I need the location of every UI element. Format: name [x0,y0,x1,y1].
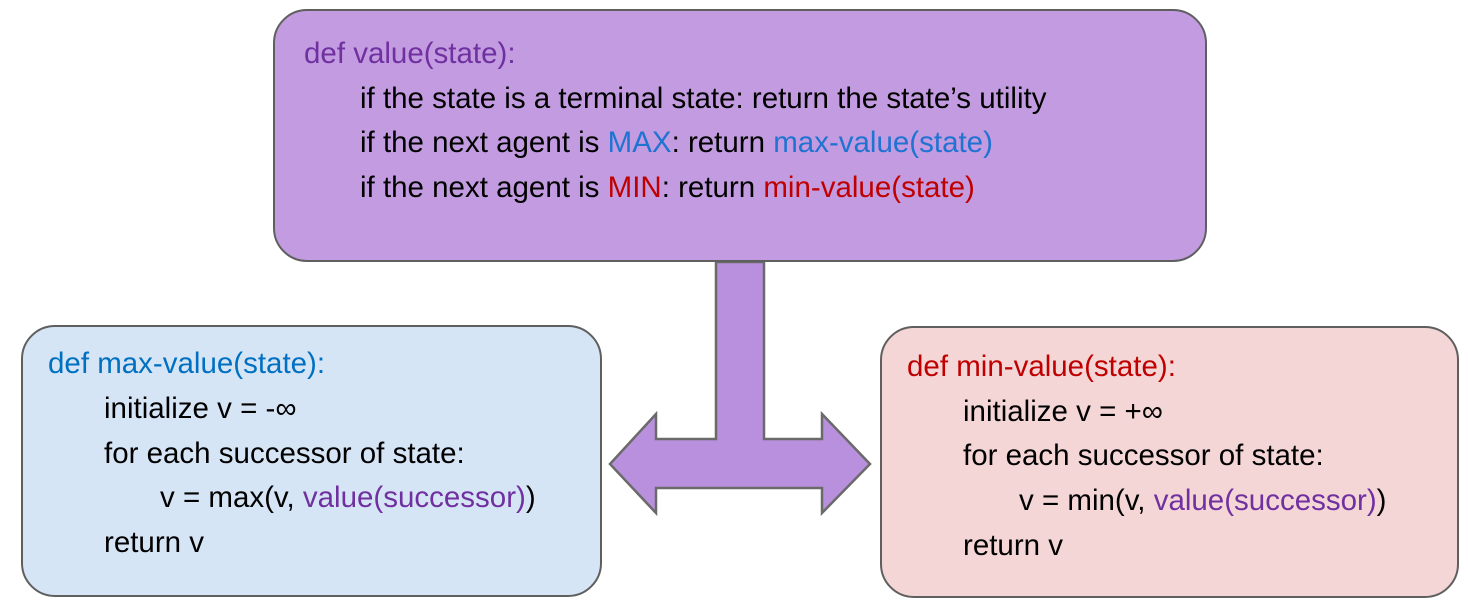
max-value-successor-call: value(successor) [302,481,526,514]
max-agent-label: MAX [607,126,672,159]
max-def-line: def max-value(state): [48,347,326,380]
min-value-function-box [880,326,1459,598]
value-min-prefix: if the next agent is [360,171,608,204]
min-value-call: min-value(state) [763,171,975,204]
min-return-line: return v [963,529,1064,562]
max-for-line: for each successor of state: [104,437,465,470]
min-update-prefix: v = min(v, [1019,484,1154,517]
value-min-line: if the next agent is MIN: return min-val… [360,170,975,206]
value-function-box [273,9,1207,262]
max-update-prefix: v = max(v, [160,481,303,514]
min-for-line: for each successor of state: [963,439,1324,472]
min-def-line: def min-value(state): [907,350,1176,383]
t-double-arrow-shape [608,260,872,517]
max-value-call: max-value(state) [773,126,993,159]
max-update-line: v = max(v, value(successor)) [160,480,536,516]
value-max-prefix: if the next agent is [360,126,608,159]
value-max-line: if the next agent is MAX: return max-val… [360,125,993,161]
min-update-suffix: ) [1376,484,1387,517]
max-value-function-box [21,325,602,597]
value-min-mid: : return [661,171,764,204]
value-def-line: def value(state): [304,37,516,70]
max-init-line: initialize v = -∞ [104,392,297,425]
max-return-line: return v [104,526,205,559]
min-agent-label: MIN [607,171,662,204]
min-value-successor-call: value(successor) [1153,484,1377,517]
value-max-mid: : return [671,126,774,159]
max-update-suffix: ) [525,481,536,514]
min-update-line: v = min(v, value(successor)) [1019,483,1386,519]
min-init-line: initialize v = +∞ [963,395,1163,428]
value-terminal-line: if the state is a terminal state: return… [360,82,1047,115]
